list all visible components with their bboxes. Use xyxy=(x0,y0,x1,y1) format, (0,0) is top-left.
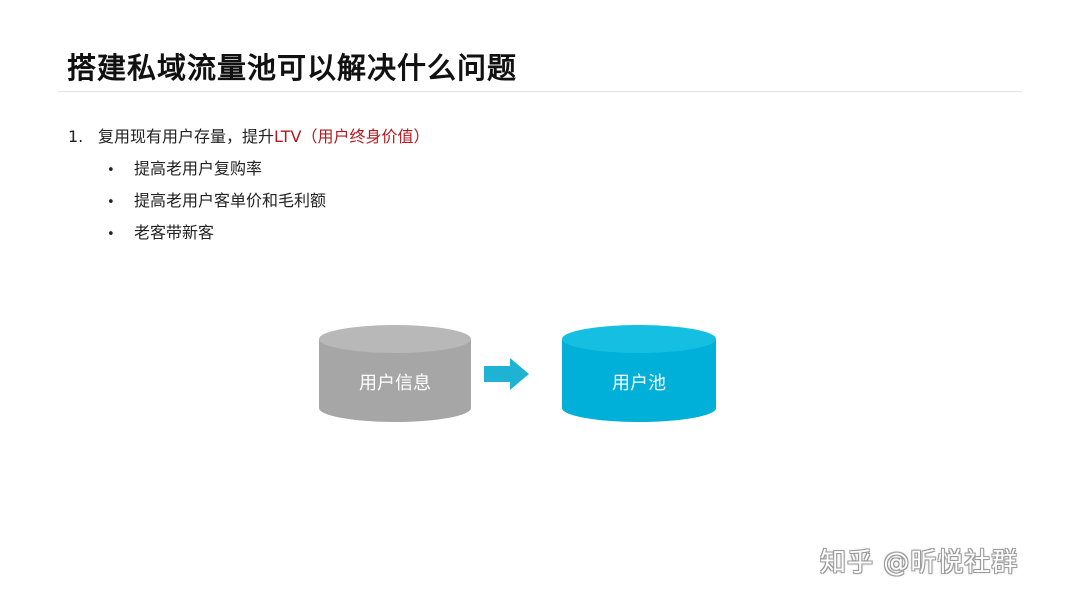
target-cylinder-label: 用户池 xyxy=(612,373,666,394)
source-cylinder-label: 用户信息 xyxy=(359,373,431,394)
watermark: 知乎 @昕悦社群 xyxy=(820,548,1019,578)
source-cylinder-top xyxy=(319,325,471,353)
slide-title: 搭建私域流量池可以解决什么问题 xyxy=(67,51,518,85)
bullet-text: 提高老用户复购率 xyxy=(134,159,263,178)
bullet-list: • 提高老用户复购率 • 提高老用户客单价和毛利额 • 老客带新客 xyxy=(107,158,326,254)
bullet-item: • 提高老用户客单价和毛利额 xyxy=(107,190,326,222)
bullet-dot-icon: • xyxy=(107,227,115,242)
right-arrow-icon xyxy=(484,358,529,390)
point-number: 1. xyxy=(68,127,84,146)
bullet-text: 老客带新客 xyxy=(134,223,215,242)
bullet-dot-icon: • xyxy=(107,163,115,178)
target-cylinder-body xyxy=(562,339,716,422)
target-cylinder: 用户池 xyxy=(562,325,716,422)
bullet-text: 提高老用户客单价和毛利额 xyxy=(134,191,327,210)
source-cylinder: 用户信息 xyxy=(319,325,471,422)
bullet-item: • 老客带新客 xyxy=(107,222,326,254)
point-item: 1. 复用现有用户存量，提升LTV（用户终身价值） xyxy=(68,126,429,148)
target-cylinder-top xyxy=(562,325,716,353)
source-cylinder-body xyxy=(319,339,471,422)
point-highlight: LTV（用户终身价值） xyxy=(274,127,430,146)
point-text: 复用现有用户存量，提升 xyxy=(98,127,275,146)
bullet-item: • 提高老用户复购率 xyxy=(107,158,326,190)
title-divider xyxy=(58,91,1022,92)
bullet-dot-icon: • xyxy=(107,195,115,210)
